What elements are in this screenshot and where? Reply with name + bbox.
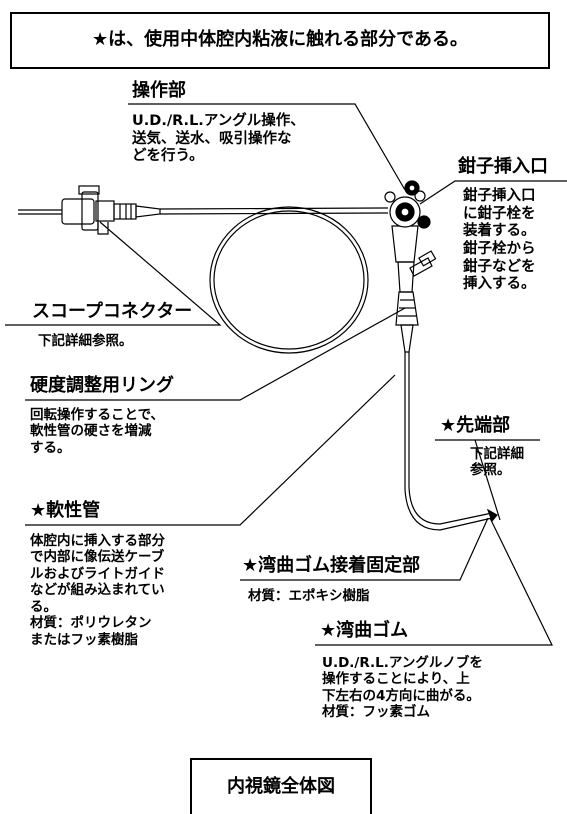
scope-connector-title: スコープコネクター bbox=[32, 301, 193, 322]
cable-loop-inner bbox=[213, 210, 365, 350]
connector-valve bbox=[95, 200, 115, 222]
universal-cord bbox=[159, 207, 389, 215]
stiffness-ring-description: 回転操作することで、 軟性管の硬さを増減 する。 bbox=[30, 407, 165, 456]
operation-title: 操作部 bbox=[132, 80, 186, 101]
bend-relief bbox=[400, 324, 414, 353]
stiffness-ring bbox=[395, 291, 419, 326]
bending-leader-line bbox=[315, 517, 553, 646]
forceps-port-description: 鉗子挿入口 に鉗子栓を 装着する。 鉗子栓から 鉗子などを 挿入する。 bbox=[463, 188, 536, 293]
connector-stub bbox=[97, 222, 109, 235]
stiffness-ring-title: 硬度調整用リング bbox=[30, 375, 174, 396]
forceps-leader-line bbox=[419, 180, 567, 205]
flexible-tube-title: ★軟性管 bbox=[30, 500, 101, 521]
connector-leader-line bbox=[5, 221, 222, 326]
distal-tip bbox=[486, 508, 498, 523]
bending-rubber-fixing-description: 材質：エポキシ樹脂 bbox=[248, 588, 370, 604]
bending-rubber-title: ★湾曲ゴム bbox=[320, 620, 409, 641]
forceps-port-title: 鉗子挿入口 bbox=[458, 156, 548, 177]
distal-leader-angle bbox=[474, 439, 501, 521]
forceps-port-cap bbox=[418, 250, 437, 267]
connector-neck bbox=[135, 205, 161, 218]
operation-description: U.D./R.L.アングル操作、 送気、送水、吸引操作な どを行う。 bbox=[132, 113, 305, 165]
contact-notice-box: ★は、使用中体腔内粘液に触れる部分である。 bbox=[10, 12, 550, 69]
operation-leader-line bbox=[128, 103, 406, 191]
connector-cap bbox=[78, 185, 100, 195]
figure-caption: 内視鏡全体図 bbox=[227, 776, 335, 797]
tube-leader-line bbox=[25, 374, 396, 526]
connector-grip bbox=[113, 203, 137, 220]
figure-caption-box: 内視鏡全体図 bbox=[190, 758, 372, 814]
bending-rubber-fixing-title: ★湾曲ゴム接着固定部 bbox=[242, 555, 421, 576]
cable-loop-outer bbox=[209, 206, 369, 354]
flexible-tube-description: 体腔内に挿入する部分 で内部に像伝送ケーブ ルおよびライトガイド などが組み込ま… bbox=[30, 533, 165, 648]
connector-pin bbox=[18, 209, 62, 215]
fixing-leader-line bbox=[240, 517, 489, 581]
ring-leader-line bbox=[25, 307, 406, 401]
connector-flange bbox=[81, 191, 99, 231]
distal-end-title: ★先端部 bbox=[440, 415, 511, 436]
suction-button bbox=[414, 190, 426, 202]
scope-connector-description: 下記詳細参照。 bbox=[38, 333, 133, 349]
contact-notice-text: ★は、使用中体腔内粘液に触れる部分である。 bbox=[92, 29, 468, 50]
operation-body bbox=[391, 225, 419, 263]
air-water-button bbox=[384, 191, 396, 203]
bending-rubber-description: U.D./R.L.アングルノブを 操作することにより、上 下左右の4方向に曲がる… bbox=[322, 655, 483, 721]
distal-end-description: 下記詳細 参照。 bbox=[470, 446, 524, 479]
lock-lever bbox=[417, 215, 431, 229]
insertion-tube bbox=[404, 352, 493, 531]
connector-body bbox=[61, 198, 95, 225]
